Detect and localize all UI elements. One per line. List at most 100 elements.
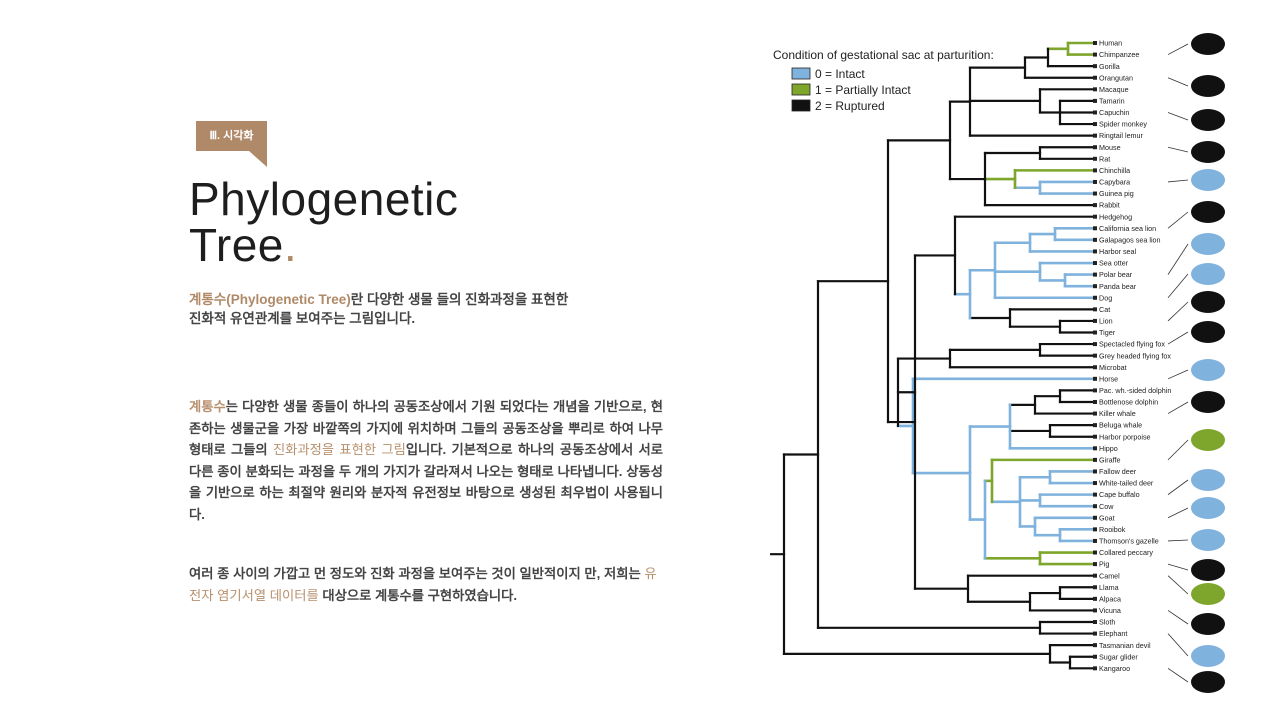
taxon-label: Grey headed flying fox <box>1099 351 1171 360</box>
taxon-label: Rooibok <box>1099 525 1126 534</box>
intro-highlight: 계통수(Phylogenetic Tree) <box>189 292 351 307</box>
para2-text-1: 여러 종 사이의 가깝고 먼 정도와 진화 과정을 보여주는 것이 일반적이지 … <box>189 566 645 581</box>
taxon-label: Pac. wh.-sided dolphin <box>1099 386 1171 395</box>
taxon-marker <box>1093 87 1097 92</box>
taxon-label: Tiger <box>1099 328 1116 337</box>
taxon-marker <box>1093 226 1097 231</box>
intro-rest-1: 란 다양한 생물 들의 진화과정을 표현한 <box>350 292 569 307</box>
taxon-marker <box>1093 376 1097 381</box>
taxon-marker <box>1093 620 1097 624</box>
taxon-marker <box>1093 411 1097 416</box>
taxon-marker <box>1093 295 1097 300</box>
animal-silhouette-icon <box>1191 559 1225 581</box>
leader-line <box>1167 369 1189 380</box>
taxon-marker <box>1093 562 1097 567</box>
leader-line <box>1167 401 1189 414</box>
taxon-marker <box>1093 156 1097 161</box>
taxon-label: Hedgehog <box>1099 212 1132 221</box>
taxon-label: Vicuna <box>1099 606 1121 615</box>
taxon-label: Gorilla <box>1099 62 1120 71</box>
title-line-1: Phylogenetic <box>189 173 459 225</box>
animal-silhouette-icon <box>1191 75 1225 97</box>
para1-text-2: 입니다. 기본적으로 하나의 공동조상에서 서로 다른 종이 분화되는 과정을 … <box>189 442 663 522</box>
taxon-marker <box>1093 527 1097 532</box>
taxon-label: Alpaca <box>1099 594 1121 603</box>
leader-line <box>1167 539 1189 542</box>
taxon-marker <box>1093 52 1097 57</box>
taxon-marker <box>1093 573 1097 578</box>
taxon-label: Beluga whale <box>1099 421 1142 430</box>
taxon-marker <box>1093 446 1097 451</box>
taxon-label: Polar bear <box>1099 270 1133 279</box>
taxon-marker <box>1093 64 1097 69</box>
animal-silhouette-icon <box>1191 263 1225 285</box>
taxon-marker <box>1093 284 1097 289</box>
taxon-marker <box>1093 399 1097 404</box>
taxon-marker <box>1093 272 1097 277</box>
taxon-label: Spider monkey <box>1099 120 1147 129</box>
taxon-label: Mouse <box>1099 143 1121 152</box>
taxon-marker <box>1093 318 1097 323</box>
taxon-label: Dog <box>1099 293 1112 302</box>
leader-line <box>1167 331 1189 345</box>
taxon-marker <box>1093 41 1097 45</box>
taxon-marker <box>1093 596 1097 601</box>
leader-line <box>1167 575 1189 595</box>
taxon-label: Cow <box>1099 502 1114 511</box>
para2-highlight: 유전자 염기서열 데이터를 <box>189 566 657 603</box>
taxon-label: Camel <box>1099 571 1120 580</box>
taxon-marker <box>1093 353 1097 358</box>
taxon-marker <box>1093 110 1097 115</box>
taxon-label: Collared peccary <box>1099 548 1153 557</box>
animal-silhouette-icon <box>1191 613 1225 635</box>
page-title: Phylogenetic Tree. <box>189 176 458 268</box>
taxon-marker <box>1093 504 1097 509</box>
leader-line <box>1167 243 1189 275</box>
taxon-label: Lion <box>1099 317 1113 326</box>
taxon-label: Horse <box>1099 374 1118 383</box>
para1-text-1: 는 다양한 생물 종들이 하나의 공동조상에서 기원 되었다는 개념을 기반으로… <box>189 399 663 457</box>
taxon-label: Macaque <box>1099 85 1129 94</box>
taxon-label: Chinchilla <box>1099 166 1130 175</box>
taxon-label: Rat <box>1099 154 1110 163</box>
taxon-marker <box>1093 481 1097 486</box>
taxon-marker <box>1093 191 1097 196</box>
leader-line <box>1167 179 1189 183</box>
title-dot: . <box>283 219 298 271</box>
leader-line <box>1167 507 1189 519</box>
taxon-label: Capybara <box>1099 178 1130 187</box>
taxon-marker <box>1093 388 1097 393</box>
title-word: Tree <box>189 219 284 271</box>
taxon-marker <box>1093 631 1097 636</box>
taxon-label: Sugar glider <box>1099 652 1138 661</box>
taxon-label: Galapagos sea lion <box>1099 235 1161 244</box>
animal-silhouette-icon <box>1191 529 1225 551</box>
legend-label: 1 = Partially Intact <box>815 83 911 97</box>
taxon-label: Bottlenose dolphin <box>1099 398 1158 407</box>
leader-line <box>1167 439 1189 461</box>
leader-line <box>1167 633 1189 657</box>
legend-swatch <box>791 67 811 80</box>
para2-text-2: 대상으로 계통수를 구현하였습니다. <box>318 587 518 603</box>
title-line-2: Tree. <box>189 222 458 268</box>
taxon-label: Hippo <box>1099 444 1118 453</box>
animal-silhouette-icon <box>1191 429 1225 451</box>
leader-line <box>1167 211 1189 229</box>
taxon-label: Orangutan <box>1099 73 1133 82</box>
leader-line <box>1167 667 1189 683</box>
taxon-label: Tasmanian devil <box>1099 641 1151 650</box>
animal-silhouettes <box>1167 33 1225 693</box>
taxon-marker <box>1093 203 1097 208</box>
intro-text: 계통수(Phylogenetic Tree)란 다양한 생물 들의 진화과정을 … <box>189 290 659 328</box>
animal-silhouette-icon <box>1191 141 1225 163</box>
taxon-marker <box>1093 550 1097 555</box>
taxon-marker <box>1093 75 1097 80</box>
taxon-label: Microbat <box>1099 363 1127 372</box>
taxon-label: Tamarin <box>1099 97 1125 106</box>
taxon-marker <box>1093 457 1097 462</box>
animal-silhouette-icon <box>1191 497 1225 519</box>
taxon-label: Llama <box>1099 583 1119 592</box>
taxon-label: Fallow deer <box>1099 467 1137 476</box>
taxon-label: Cape buffalo <box>1099 490 1140 499</box>
